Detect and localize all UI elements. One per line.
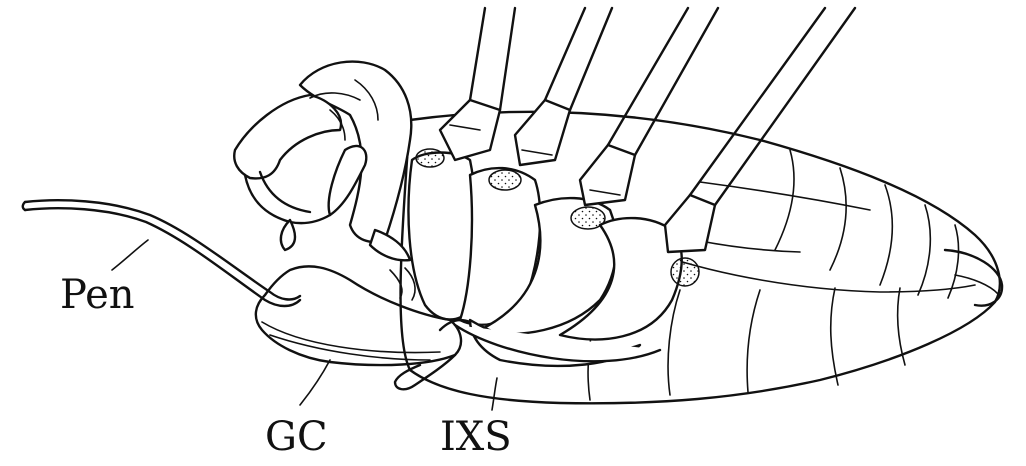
genital-capsule xyxy=(254,265,472,391)
legs xyxy=(438,6,857,254)
label-pen: Pen xyxy=(60,272,135,318)
abdomen xyxy=(399,110,1004,405)
pen-leader-line xyxy=(111,239,149,271)
leader-lines xyxy=(111,239,498,411)
gc-leader-line xyxy=(299,359,331,406)
coxae xyxy=(407,148,700,368)
label-gc: GC xyxy=(265,414,328,460)
label-ixs: IXS xyxy=(440,414,512,460)
foreparts xyxy=(233,60,416,301)
ixs-leader-line xyxy=(491,377,498,411)
penis-filament xyxy=(21,199,302,308)
